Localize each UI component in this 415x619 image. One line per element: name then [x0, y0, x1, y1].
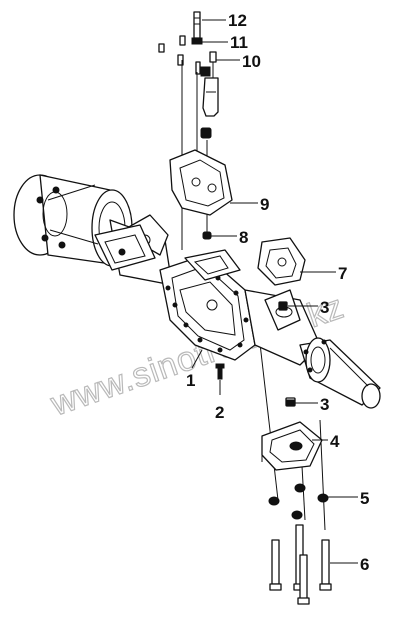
- lower-plate-4: [261, 421, 323, 471]
- callout-7: 7: [338, 264, 347, 283]
- callout-3b: 3: [320, 395, 329, 414]
- leader-lines: [191, 19, 358, 564]
- callout-9: 9: [260, 195, 269, 214]
- mounting-bracket-9: [169, 149, 233, 240]
- callout-4: 4: [330, 432, 340, 451]
- long-bolts-6: [269, 524, 332, 605]
- callout-11: 11: [230, 33, 248, 52]
- upper-bracket: [200, 77, 219, 139]
- callout-10: 10: [242, 52, 261, 71]
- callout-3a: 3: [320, 298, 329, 317]
- top-bolts: [158, 11, 217, 80]
- right-bracket-7: [257, 237, 306, 286]
- callout-labels: 12 11 10 9 8 7 3 1 3 2 4 5 6: [186, 11, 369, 574]
- callout-1: 1: [186, 371, 195, 390]
- callout-8: 8: [239, 228, 248, 247]
- washers-5: [268, 483, 329, 520]
- nuts-and-fittings: [215, 301, 296, 407]
- left-spring-seat: [94, 224, 156, 271]
- callout-2: 2: [215, 403, 224, 422]
- callout-12: 12: [228, 11, 247, 30]
- callout-5: 5: [360, 489, 369, 508]
- callout-6: 6: [360, 555, 369, 574]
